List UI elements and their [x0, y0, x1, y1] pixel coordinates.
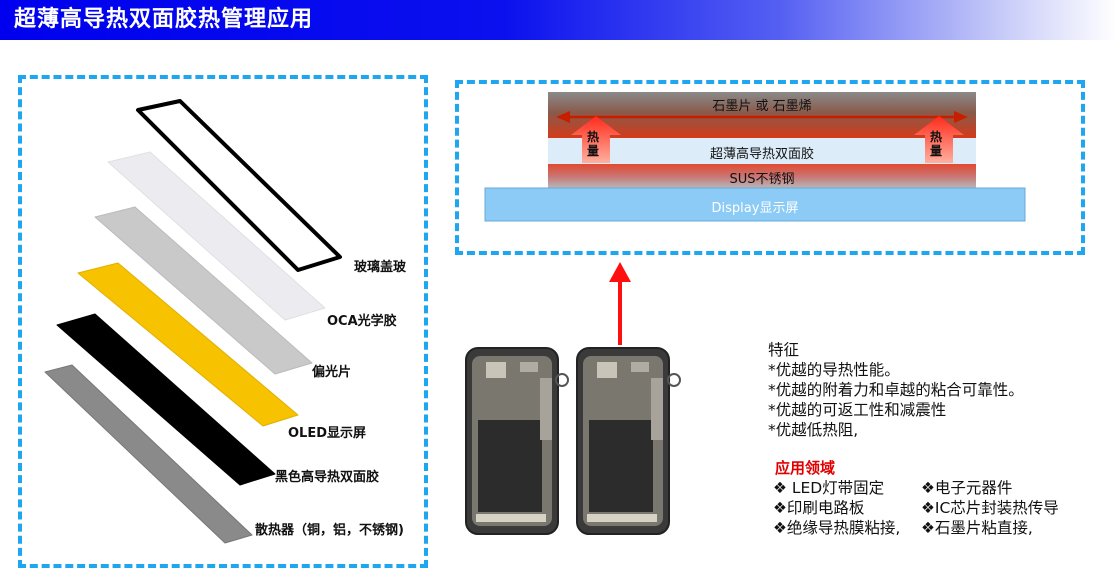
- application-row: ❖印刷电路板 ❖IC芯片封装热传导: [773, 498, 1059, 518]
- layer-glass-cover: [136, 99, 342, 272]
- application-item: ❖电子元器件: [921, 479, 1013, 497]
- exploded-view-frame: [18, 75, 428, 568]
- layer-oled: [77, 262, 299, 427]
- feature-item: *优越的可返工性和减震性: [768, 401, 947, 419]
- tape-layer: [548, 138, 976, 164]
- label-heatsink: 散热器（铜，铝，不锈钢): [255, 523, 404, 538]
- display-layer: [484, 187, 1026, 222]
- heat-label-right: 热 量: [930, 130, 943, 158]
- feature-item: *优越低热阻,: [768, 421, 859, 439]
- heat-arrow-right: [914, 116, 964, 163]
- application-item: ❖印刷电路板: [773, 499, 865, 517]
- layer-polarizer: [94, 206, 313, 375]
- phone-module-right: [576, 347, 681, 535]
- applications-title: 应用领域: [775, 459, 836, 477]
- graphite-layer: [548, 92, 976, 138]
- label-oled: OLED显示屏: [288, 426, 367, 441]
- features-title: 特征: [768, 341, 800, 359]
- horizontal-heat-spread-arrow: [556, 111, 968, 123]
- upward-arrow: [609, 262, 631, 345]
- feature-item: *优越的附着力和卓越的粘合可靠性。: [768, 381, 1024, 399]
- application-item: ❖石墨片粘直接,: [921, 519, 1033, 537]
- feature-item: *优越的导热性能。: [768, 361, 900, 379]
- label-polarizer: 偏光片: [312, 365, 352, 380]
- heat-arrow-left: [571, 116, 621, 163]
- label-glass-cover: 玻璃盖玻: [354, 260, 407, 275]
- graphite-label: 石墨片 或 石墨烯: [712, 99, 812, 114]
- phone-module-left: [465, 347, 569, 535]
- heat-label-left: 热 量: [587, 130, 600, 158]
- title-bar: 超薄高导热双面胶热管理应用: [0, 0, 1116, 40]
- application-row: ❖绝缘导热膜粘接, ❖石墨片粘直接,: [773, 518, 1059, 538]
- tape-label: 超薄高导热双面胶: [709, 147, 814, 162]
- page-title: 超薄高导热双面胶热管理应用: [14, 7, 314, 32]
- layer-heatsink: [44, 364, 253, 544]
- stack-diagram-frame: [455, 80, 1085, 255]
- features-block: 特征 *优越的导热性能。 *优越的附着力和卓越的粘合可靠性。 *优越的可返工性和…: [768, 340, 1024, 440]
- sus-layer: [548, 164, 976, 188]
- application-row: ❖ LED灯带固定 ❖电子元器件: [773, 478, 1059, 498]
- applications-list: ❖ LED灯带固定 ❖电子元器件 ❖印刷电路板 ❖IC芯片封装热传导 ❖绝缘导热…: [773, 478, 1059, 538]
- layer-oca: [107, 151, 326, 321]
- display-label: Display显示屏: [711, 201, 799, 216]
- label-black-tape: 黑色高导热双面胶: [275, 470, 380, 485]
- application-item: ❖绝缘导热膜粘接,: [773, 519, 901, 537]
- application-item: ❖ LED灯带固定: [773, 479, 885, 497]
- label-oca: OCA光学胶: [327, 314, 397, 329]
- application-item: ❖IC芯片封装热传导: [921, 499, 1059, 517]
- sus-label: SUS不锈钢: [729, 172, 795, 187]
- layer-black-tape: [56, 313, 276, 486]
